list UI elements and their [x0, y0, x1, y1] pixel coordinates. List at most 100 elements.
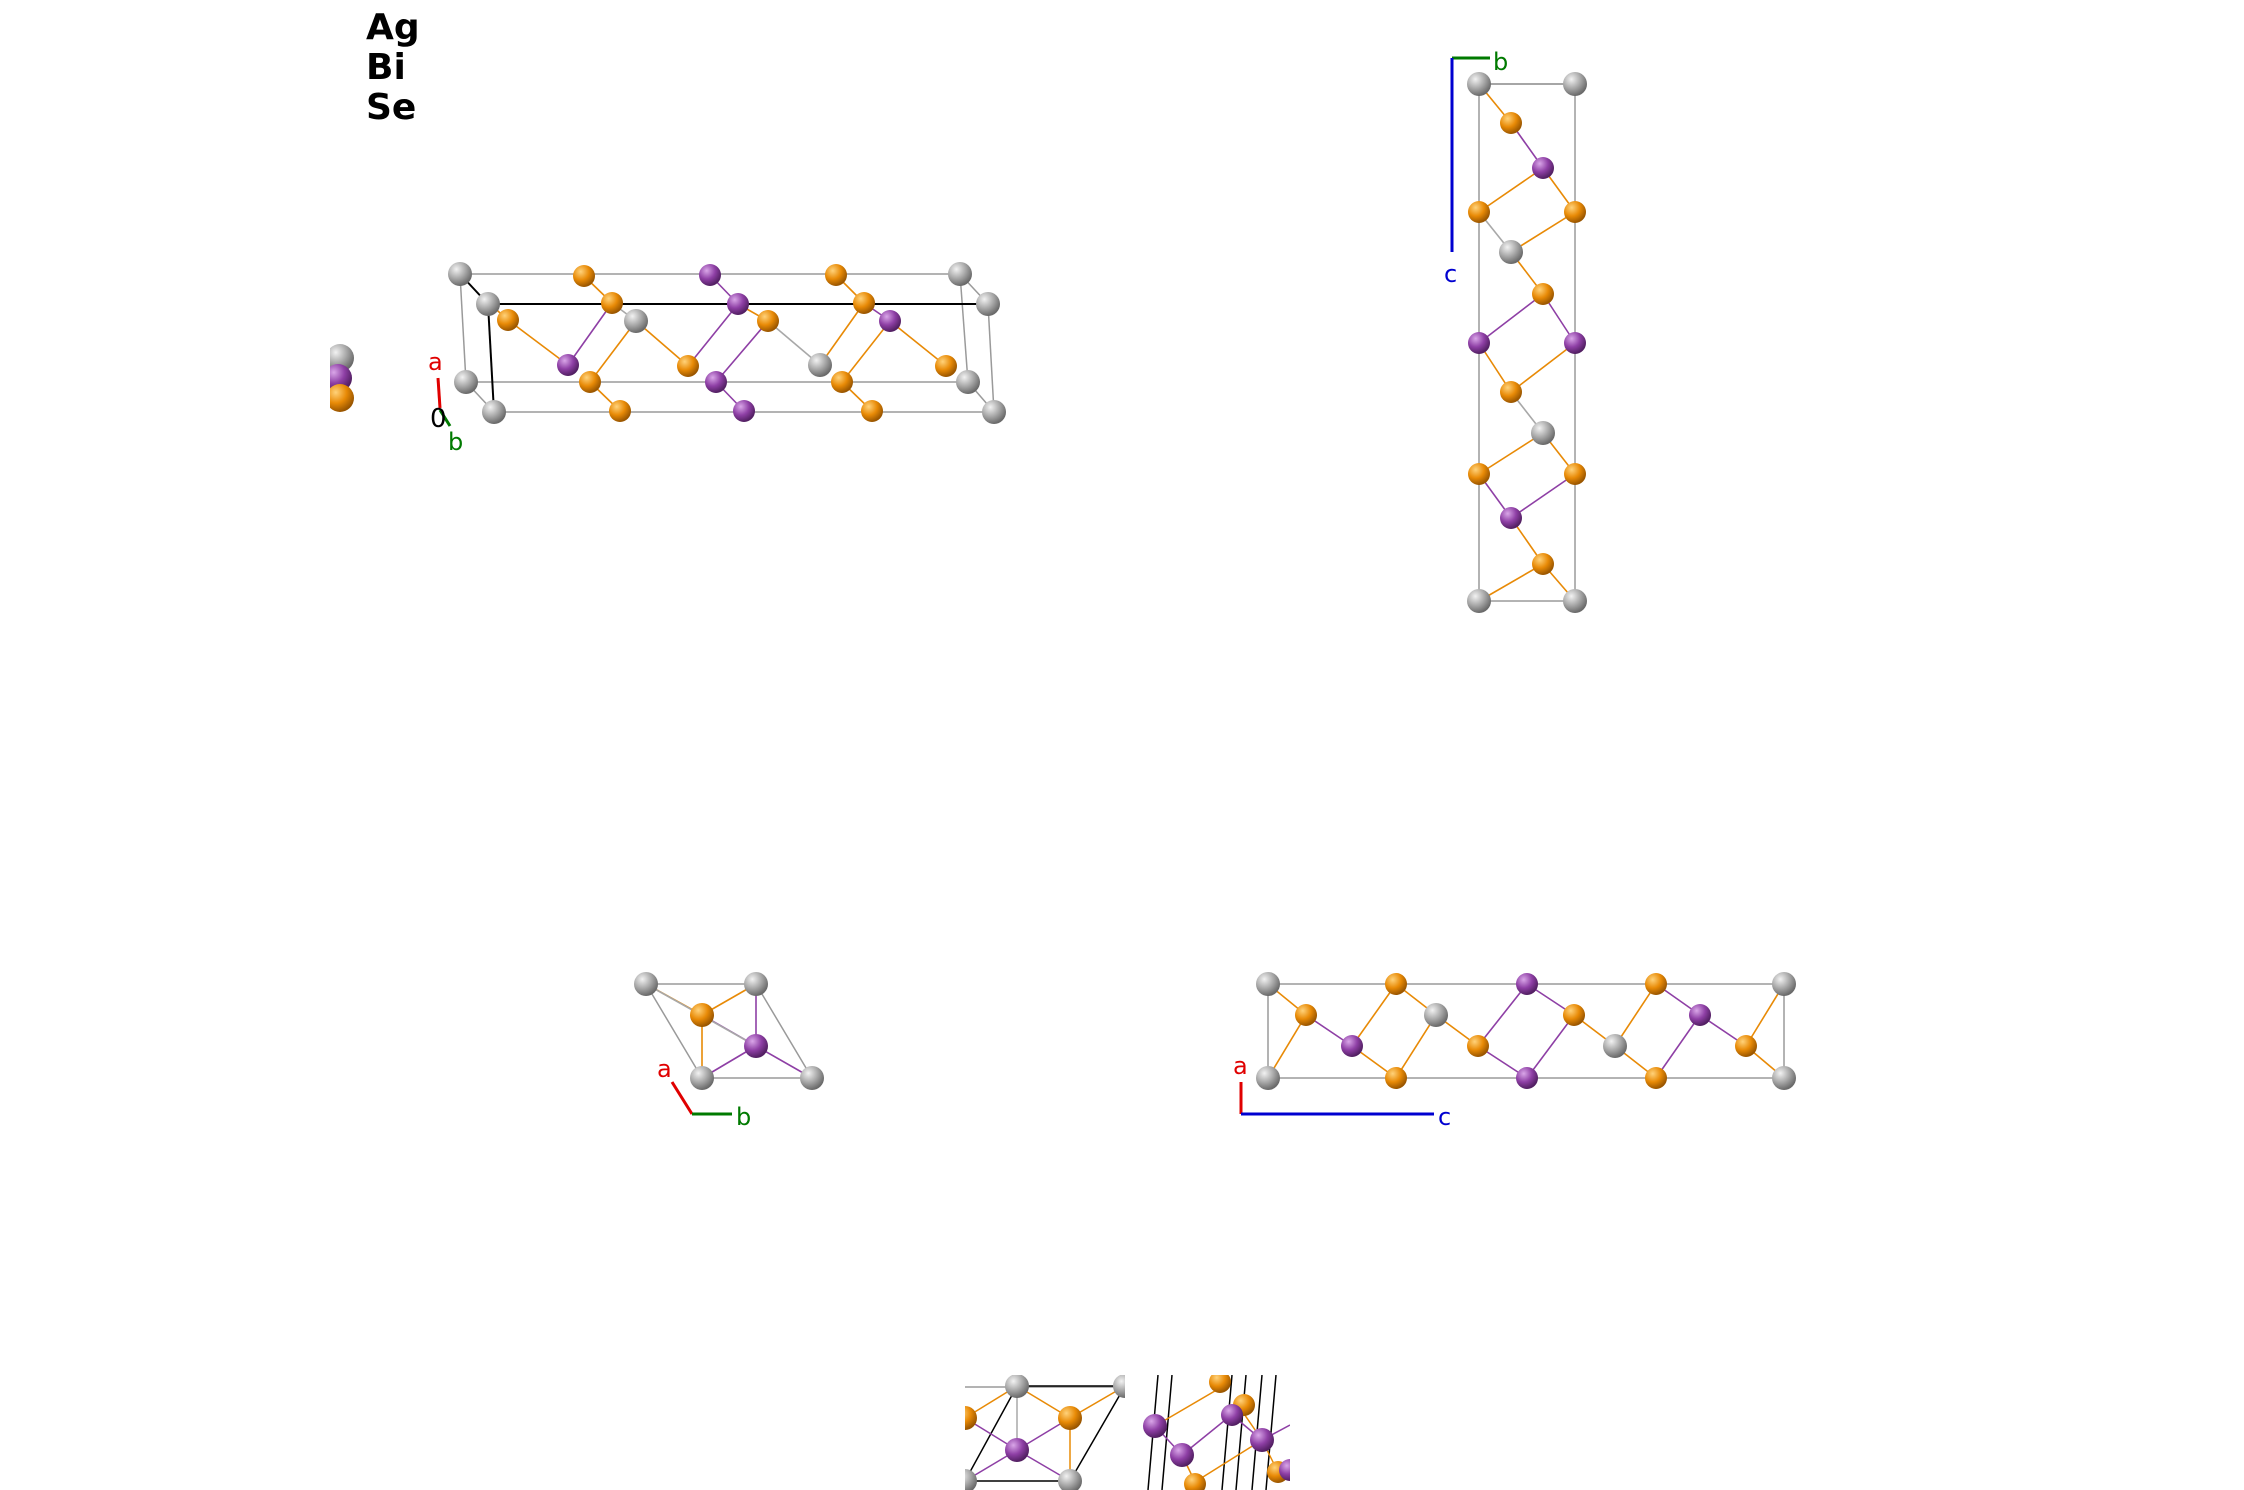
atom-bi — [744, 1034, 768, 1058]
axis-label-b: b — [1493, 48, 1508, 76]
view-along-a: b c — [1444, 48, 1587, 613]
atom-se — [1500, 381, 1522, 403]
element-legend: Ag Bi Se — [366, 8, 420, 128]
atom-se — [1563, 1004, 1585, 1026]
atom-se — [1532, 553, 1554, 575]
atom-ag — [808, 353, 832, 377]
atom-ag — [948, 262, 972, 286]
atoms — [1467, 72, 1587, 613]
atom-bi — [879, 310, 901, 332]
atom-ag — [1563, 589, 1587, 613]
axis-label-a: a — [428, 348, 443, 376]
atom-bi — [1500, 507, 1522, 529]
atom-ag — [690, 1066, 714, 1090]
axis-label-b: b — [448, 428, 463, 456]
along-c-axis-indicator: a b — [657, 1055, 751, 1131]
atoms — [448, 262, 1006, 424]
atom-bi — [1279, 1459, 1290, 1481]
atom-ag — [1563, 72, 1587, 96]
perspective-view: a b 0 — [300, 262, 1006, 456]
atom-se — [1645, 973, 1667, 995]
axis-label-c: c — [1438, 1103, 1451, 1131]
atom-ag — [1603, 1034, 1627, 1058]
unit-cell-edges — [459, 273, 995, 413]
atom-se — [601, 292, 623, 314]
atom-bi — [1468, 332, 1490, 354]
atom-bi — [1143, 1414, 1167, 1438]
view-along-c: a b — [634, 972, 824, 1131]
atom-se — [609, 400, 631, 422]
atom-bi — [1250, 1428, 1274, 1452]
atom-ag — [1256, 1066, 1280, 1090]
atom-se — [1468, 201, 1490, 223]
atom-se — [965, 1406, 977, 1430]
atom-bi — [1341, 1035, 1363, 1057]
atom-bi — [1564, 332, 1586, 354]
atom-se — [1184, 1473, 1206, 1490]
atom-ag — [800, 1066, 824, 1090]
atom-ag — [1772, 1066, 1796, 1090]
atom-ag — [982, 400, 1006, 424]
atom-se — [861, 400, 883, 422]
atom-se — [1385, 1067, 1407, 1089]
atom-ag — [1531, 421, 1555, 445]
legend-item-bi: Bi — [366, 47, 406, 88]
atom-se — [1564, 463, 1586, 485]
atom-se — [1385, 973, 1407, 995]
atom-bi — [699, 264, 721, 286]
atom-ag — [965, 1469, 977, 1490]
atom-ag — [634, 972, 658, 996]
atom-se — [677, 355, 699, 377]
atom-bi — [733, 400, 755, 422]
atom-se — [579, 371, 601, 393]
origin-label: 0 — [430, 404, 447, 434]
bonds — [1478, 83, 1576, 602]
atom-se — [1735, 1035, 1757, 1057]
atoms — [1256, 972, 1796, 1090]
atom-bi — [557, 354, 579, 376]
bonds — [1267, 983, 1785, 1079]
atom-se — [1209, 1375, 1231, 1393]
atom-ag — [448, 262, 472, 286]
legend-item-se: Se — [366, 87, 417, 128]
atom-ag — [1256, 972, 1280, 996]
legend-item-ag: Ag — [366, 7, 420, 48]
unit-cell-edges — [1267, 983, 1785, 1079]
atoms — [634, 972, 824, 1090]
atom-bi — [1689, 1004, 1711, 1026]
atom-se — [573, 265, 595, 287]
edge-atoms-partial — [300, 330, 354, 420]
axis-label-a: a — [657, 1055, 672, 1083]
atom-se — [825, 264, 847, 286]
view-along-b: a c — [1233, 972, 1796, 1131]
atom-ag — [976, 292, 1000, 316]
atom-ag — [624, 309, 648, 333]
perspective-axis-indicator: a b 0 — [428, 348, 463, 456]
atom-se — [1564, 201, 1586, 223]
atom-se — [831, 371, 853, 393]
atom-se — [690, 1003, 714, 1027]
atom-ag — [744, 972, 768, 996]
atom-bi — [1005, 1438, 1029, 1462]
axis-label-a: a — [1233, 1052, 1248, 1080]
along-a-axis-indicator: b c — [1444, 48, 1508, 288]
atom-se — [1467, 1035, 1489, 1057]
atom-ag — [482, 400, 506, 424]
atom-se — [853, 292, 875, 314]
atom-ag — [454, 370, 478, 394]
atom-bi — [1170, 1443, 1194, 1467]
atom-se — [1468, 463, 1490, 485]
atom-bi — [1532, 157, 1554, 179]
unit-cell-edges — [1478, 83, 1576, 602]
atom-se — [1645, 1067, 1667, 1089]
atom-ag — [1772, 972, 1796, 996]
atom-ag — [956, 370, 980, 394]
atom-ag — [1499, 240, 1523, 264]
atom-ag — [1467, 589, 1491, 613]
atom-bi — [1516, 1067, 1538, 1089]
atom-ag — [1467, 72, 1491, 96]
atom-ag — [1058, 1469, 1082, 1490]
atom-se — [1295, 1004, 1317, 1026]
atom-se — [757, 310, 779, 332]
atom-ag — [1005, 1375, 1029, 1398]
